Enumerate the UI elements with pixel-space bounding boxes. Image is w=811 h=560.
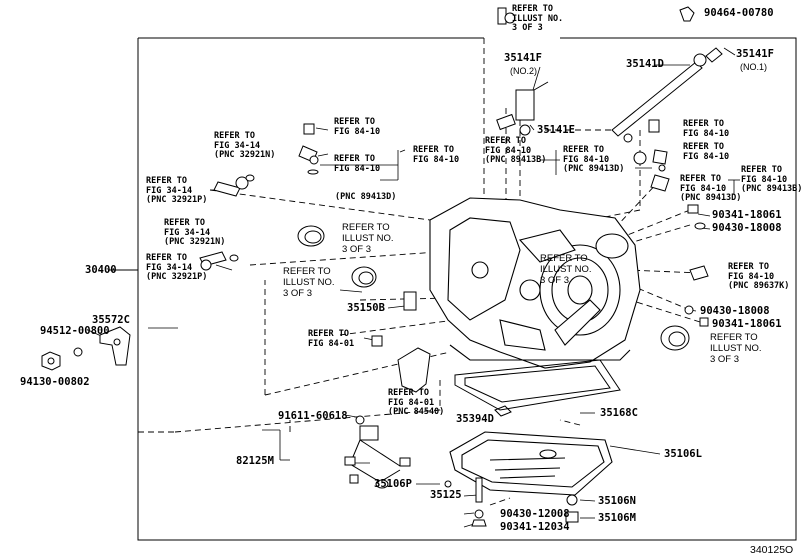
ref-fig84-f: REFER TO FIG 84-10 [683,119,730,139]
ref-fig84-01b: REFER TO FIG 84-01 (PNC 84540) [388,388,445,417]
part-label-94130-00802: 94130-00802 [20,376,90,388]
ref-fig84-d: REFER TO FIG 84-10 (PNC 89413B) [485,136,547,165]
part-label-90341-12034: 90341-12034 [500,521,570,533]
part-label-90430-12008: 90430-12008 [500,508,570,520]
part-label-90430-18008-r: 90430-18008 [700,305,770,317]
part-label-35141f-no1: 35141F [736,48,774,60]
ref-fig84-e-alt: REFER TO FIG 84-10 (PNC 89413D) [563,145,625,174]
part-label-30400: 30400 [85,264,117,276]
ref-illust-a: REFER TO ILLUST NO. 3 OF 3 [342,222,394,255]
part-label-90341-18061-top: 90341-18061 [712,209,782,221]
part-sublabel-no1: (NO.1) [740,62,767,72]
ref-fig84-h: REFER TO FIG 84-10 (PNC 89413B) [741,165,803,194]
ref-fig34-c: REFER TO FIG 34-14 (PNC 32921N) [164,218,226,247]
part-label-35141e: 35141E [537,124,575,136]
ref-fig84-01a: REFER TO FIG 84-01 [308,329,355,349]
part-label-35141f-no2: 35141F [504,52,542,64]
part-label-35150b: 35150B [347,302,385,314]
part-label-35141d: 35141D [626,58,664,70]
part-label-91611-60618: 91611-60618 [278,410,348,422]
ref-fig84-e: . . (PNC 89413D) [335,192,397,202]
ref-illust-c: REFER TO ILLUST NO. 3 OF 3 [283,266,335,299]
ref-fig84-a: REFER TO FIG 84-10 [334,117,381,137]
ref-fig34-b: REFER TO FIG 34-14 (PNC 32921P) [146,176,208,205]
ref-fig34-a: REFER TO FIG 34-14 (PNC 32921N) [214,131,276,160]
ref-fig84-g: REFER TO FIG 84-10 [683,142,730,162]
part-label-90464-00780: 90464-00780 [704,7,774,19]
part-label-35106m: 35106M [598,512,636,524]
ref-fig34-d: REFER TO FIG 34-14 (PNC 32921P) [146,253,208,282]
ref-illust-b: REFER TO ILLUST NO. 3 OF 3 [540,253,592,286]
ref-fig84-i: REFER TO FIG 84-10 (PNC 89413D) [680,174,742,203]
ref-top-illust: REFER TO ILLUST NO. 3 OF 3 [512,4,564,33]
part-label-35572c: 35572C [92,314,130,326]
part-sublabel-no2: (NO.2) [510,66,537,76]
ref-fig84-c: REFER TO FIG 84-10 [413,145,460,165]
ref-illust-d: REFER TO ILLUST NO. 3 OF 3 [710,332,762,365]
part-label-90341-18061-r: 90341-18061 [712,318,782,330]
part-label-35125: 35125 [430,489,462,501]
part-label-94512-00800: 94512-00800 [40,325,110,337]
part-label-35394d: 35394D [456,413,494,425]
ref-fig84-j: REFER TO FIG 84-10 (PNC 89637K) [728,262,790,291]
oil-strainer [454,359,621,411]
part-label-82125m: 82125M [236,455,274,467]
ref-fig84-b: REFER TO FIG 84-10 [334,154,381,174]
diagram-id: 340125O [750,544,794,556]
part-label-35106p: 35106P [374,478,412,490]
part-label-35106n: 35106N [598,495,636,507]
part-label-90430-18008-top: 90430-18008 [712,222,782,234]
part-label-35168c: 35168C [600,407,638,419]
part-label-35106l: 35106L [664,448,702,460]
